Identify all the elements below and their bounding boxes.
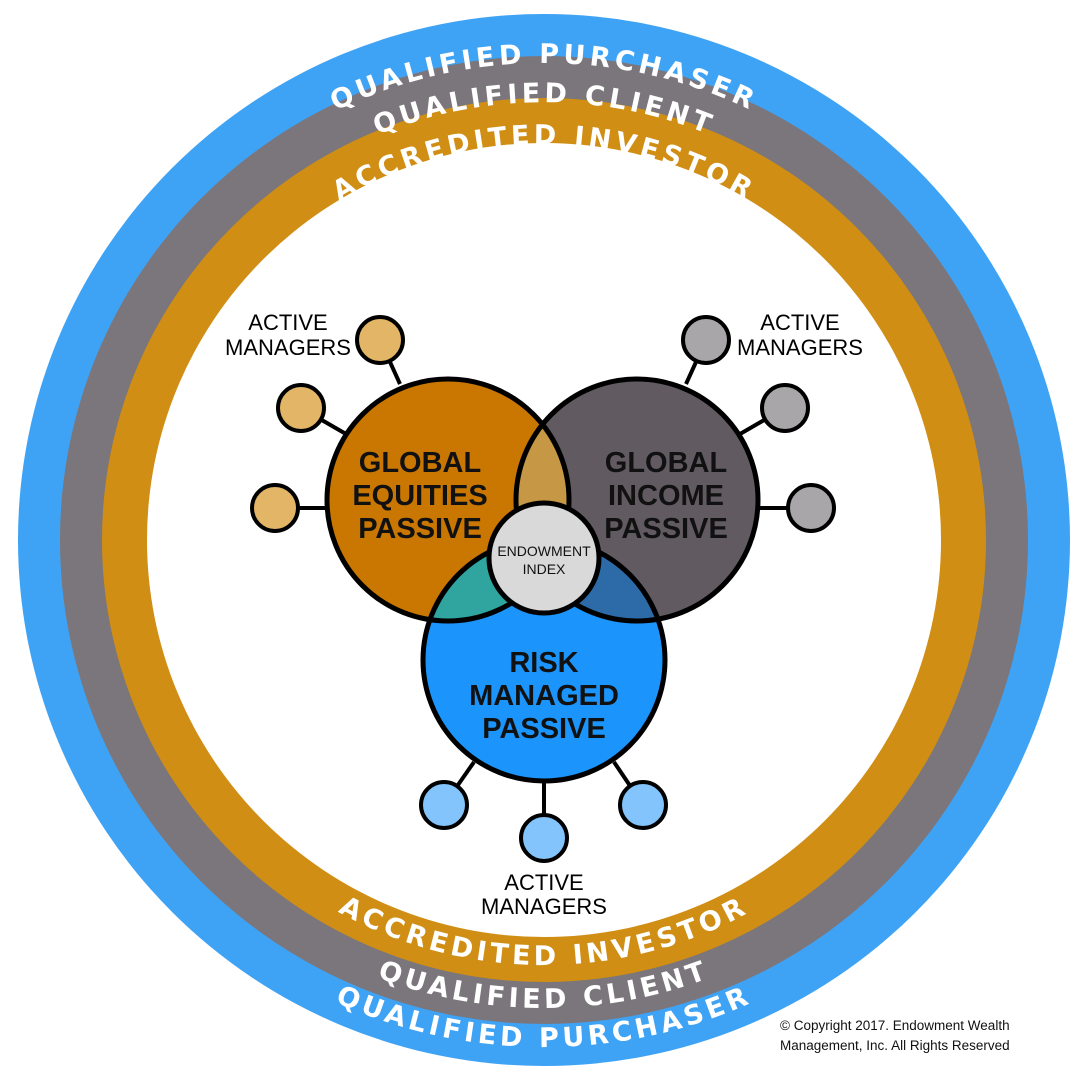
svg-text:RISK: RISK	[509, 647, 578, 679]
active-managers-label-left: ACTIVE MANAGERS	[225, 310, 351, 360]
risk-managed-label: RISK MANAGED PASSIVE	[469, 647, 619, 745]
active-manager-risk-3	[618, 780, 668, 830]
copyright-line-1: © Copyright 2017. Endowment Wealth	[780, 1018, 1010, 1033]
active-manager-equities-3	[250, 483, 300, 533]
svg-text:MANAGERS: MANAGERS	[481, 894, 607, 919]
global-income-label: GLOBAL INCOME PASSIVE	[604, 447, 728, 545]
endowment-index-label-line1: ENDOWMENT	[497, 543, 591, 559]
active-managers-label-right: ACTIVE MANAGERS	[737, 310, 863, 360]
active-manager-income-3	[786, 483, 836, 533]
svg-text:MANAGED: MANAGED	[469, 680, 619, 712]
svg-text:INCOME: INCOME	[608, 480, 724, 512]
svg-text:MANAGERS: MANAGERS	[737, 335, 863, 360]
active-manager-risk-2	[519, 813, 569, 863]
svg-text:GLOBAL: GLOBAL	[359, 447, 481, 479]
active-manager-income-1	[681, 315, 731, 365]
active-managers-label-bottom: ACTIVE MANAGERS	[481, 870, 607, 919]
svg-text:ACTIVE: ACTIVE	[248, 310, 327, 335]
svg-text:ACTIVE: ACTIVE	[760, 310, 839, 335]
equities-risk-overlap	[423, 539, 569, 621]
copyright-notice: © Copyright 2017. Endowment Wealth Manag…	[780, 1016, 1080, 1056]
svg-text:ACTIVE: ACTIVE	[504, 870, 583, 895]
svg-text:GLOBAL: GLOBAL	[605, 447, 727, 479]
endowment-index-label-line2: INDEX	[523, 561, 566, 577]
global-equities-label: GLOBAL EQUITIES PASSIVE	[352, 447, 487, 545]
svg-text:PASSIVE: PASSIVE	[604, 513, 728, 545]
active-manager-equities-2	[276, 383, 326, 433]
svg-text:PASSIVE: PASSIVE	[358, 513, 482, 545]
active-manager-income-2	[760, 383, 810, 433]
endowment-index-circle	[486, 500, 602, 616]
income-risk-overlap	[516, 539, 665, 621]
copyright-line-2: Management, Inc. All Rights Reserved	[780, 1038, 1010, 1053]
active-manager-risk-1	[419, 780, 469, 830]
svg-text:MANAGERS: MANAGERS	[225, 335, 351, 360]
active-manager-equities-1	[355, 315, 405, 365]
svg-text:EQUITIES: EQUITIES	[352, 480, 487, 512]
svg-text:PASSIVE: PASSIVE	[482, 713, 606, 745]
